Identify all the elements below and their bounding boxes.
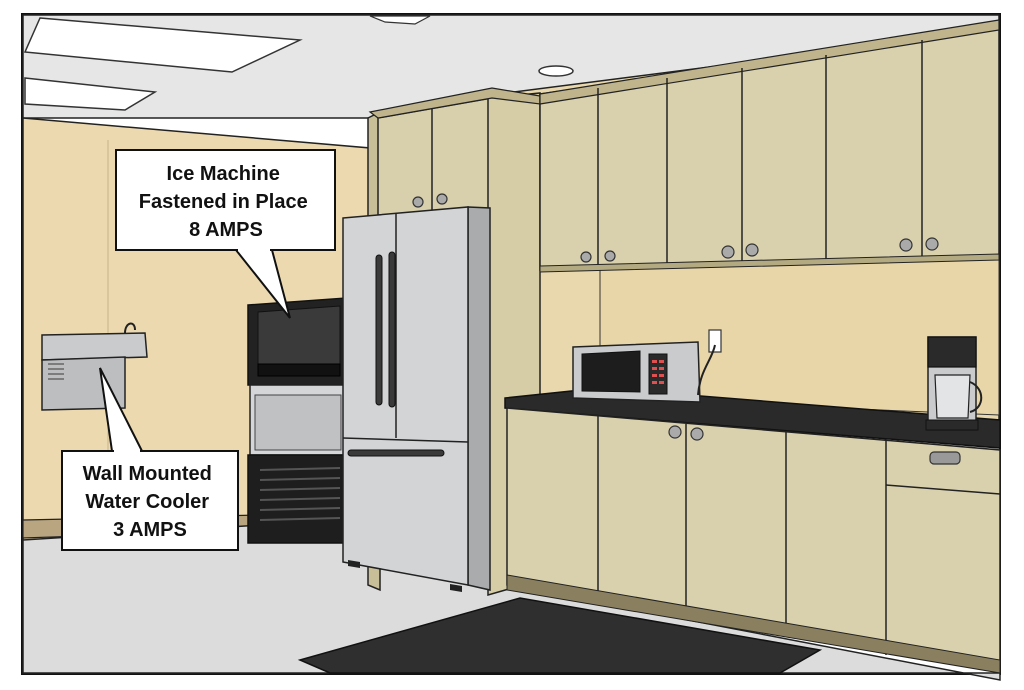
refrigerator-foot bbox=[348, 560, 360, 568]
callout-line: Fastened in Place bbox=[139, 191, 308, 213]
ice-machine-callout: Ice Machine Fastened in Place 8 AMPS bbox=[115, 149, 336, 319]
ice-machine-handle bbox=[257, 363, 341, 377]
callout-line: Wall Mounted bbox=[83, 463, 212, 485]
cabinet-knob bbox=[721, 245, 735, 259]
water-cooler-spout bbox=[124, 322, 136, 334]
cabinet-knob bbox=[745, 243, 759, 257]
coffee-carafe bbox=[934, 374, 971, 419]
cabinet-knob bbox=[925, 237, 939, 251]
drawer-seam bbox=[885, 484, 1001, 495]
cabinet-knob bbox=[668, 425, 682, 439]
ceiling-light-panel bbox=[369, 15, 431, 25]
water-cooler-vent bbox=[48, 363, 64, 380]
callout-box bbox=[61, 450, 239, 551]
wall-outlet bbox=[708, 329, 722, 353]
cabinet-knob bbox=[690, 427, 704, 441]
floor-rug bbox=[297, 597, 823, 674]
ceiling-light-panel bbox=[24, 77, 158, 111]
recessed-ceiling-light bbox=[538, 65, 574, 77]
coffee-maker-top bbox=[927, 336, 977, 368]
microwave-keypad-buttons bbox=[652, 360, 664, 384]
cabinet-knob bbox=[580, 251, 592, 263]
cabinet-knob bbox=[436, 193, 448, 205]
microwave-window bbox=[581, 350, 641, 393]
cabinet-knob bbox=[412, 196, 424, 208]
callout-line: Ice Machine bbox=[167, 163, 280, 185]
callout-line: 8 AMPS bbox=[189, 219, 263, 241]
cabinet-knob bbox=[604, 250, 616, 262]
callout-box bbox=[115, 149, 336, 251]
refrigerator-freezer-seam bbox=[342, 437, 469, 443]
cabinet-knob bbox=[899, 238, 913, 252]
refrigerator-side bbox=[467, 206, 491, 591]
coffee-maker-base bbox=[925, 419, 979, 431]
drawer-handle bbox=[929, 451, 961, 465]
svg-text:Ice Machine Fastened in: Ice Machine Fastened in Place 8 AMPS bbox=[139, 163, 314, 241]
cabinet-toe-kick bbox=[506, 574, 1001, 674]
refrigerator-foot bbox=[450, 584, 462, 592]
callout-line: Water Cooler bbox=[85, 491, 209, 513]
callout-line: 3 AMPS bbox=[113, 519, 187, 541]
upper-cabinet-top-molding bbox=[539, 19, 1000, 105]
coffee-carafe-handle bbox=[969, 381, 983, 413]
refrigerator-left-handle bbox=[375, 254, 383, 406]
water-cooler-basin bbox=[41, 332, 148, 361]
refrigerator bbox=[342, 206, 469, 586]
microwave-keypad bbox=[648, 353, 668, 395]
refrigerator-right-handle bbox=[388, 251, 396, 408]
freezer-handle bbox=[347, 449, 445, 457]
power-cord bbox=[697, 344, 716, 396]
upper-cabinet-bottom-edge bbox=[539, 253, 1000, 273]
svg-text:Wall Mounted Water Coole: Wall Mounted Water Cooler 3 AMPS bbox=[83, 463, 218, 541]
ceiling-light-panel bbox=[23, 17, 303, 73]
ice-machine-vent-grille bbox=[259, 467, 341, 521]
ice-machine-bin-panel bbox=[254, 394, 342, 451]
water-cooler-callout: Wall Mounted Water Cooler 3 AMPS bbox=[61, 367, 239, 551]
